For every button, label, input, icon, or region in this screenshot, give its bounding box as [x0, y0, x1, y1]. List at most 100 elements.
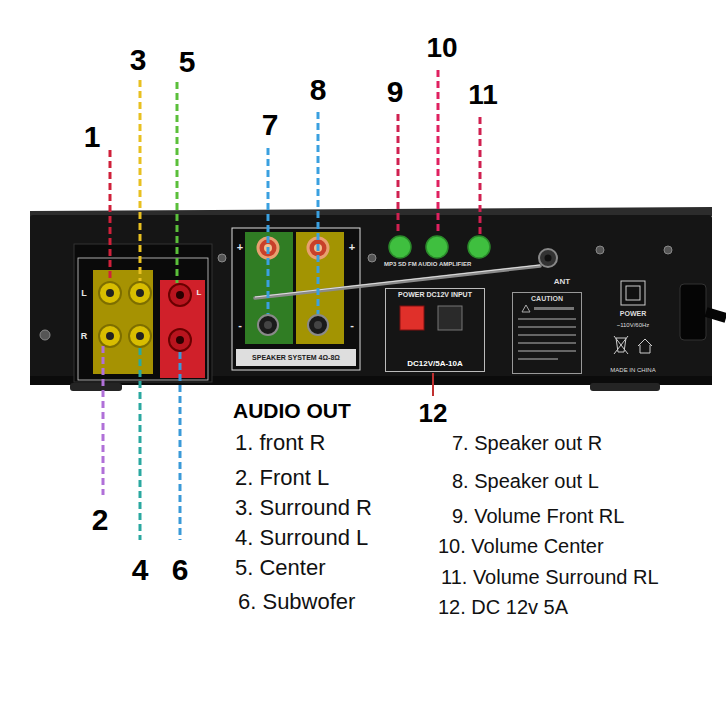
caution-line	[518, 318, 576, 320]
callout-number: 9	[387, 77, 404, 107]
binding-post	[258, 315, 278, 335]
caution-line	[518, 326, 576, 328]
volume-knob	[468, 236, 490, 258]
panel-label: -	[238, 320, 242, 331]
callout-number: 7	[262, 110, 279, 140]
binding-post	[308, 315, 328, 335]
antenna-rod-highlight	[255, 265, 540, 297]
caution-line	[534, 307, 574, 310]
caution-label: CAUTION	[512, 292, 582, 374]
panel-label: MADE IN CHINA	[610, 367, 655, 373]
leader-line	[139, 80, 142, 281]
callout-number: 6	[172, 555, 189, 585]
callout-number: 2	[92, 505, 109, 535]
binding-post-core	[314, 321, 322, 329]
power-switch-inner	[626, 286, 640, 300]
rca-jack	[129, 325, 151, 347]
rca-jack-core	[136, 332, 144, 340]
leader-line	[397, 114, 400, 235]
screw	[664, 246, 672, 254]
screw	[218, 254, 226, 262]
legend-item: 5. Center	[235, 557, 326, 579]
legend-item: 10. Volume Center	[438, 536, 604, 556]
speaker-panel	[232, 228, 360, 370]
rca-jack-core	[106, 332, 114, 340]
dc-terminal	[438, 306, 462, 330]
screw	[368, 254, 376, 262]
leader-line	[317, 112, 320, 314]
leader-line	[267, 148, 270, 314]
legend-item: 4. Surround L	[235, 527, 368, 549]
rca-jack-core	[176, 336, 184, 344]
list-heading: AUDIO OUT	[233, 400, 351, 421]
antenna-socket	[539, 249, 557, 267]
rca-jack	[99, 325, 121, 347]
legend-item: 2. Front L	[235, 467, 329, 489]
rca-panel	[74, 244, 212, 382]
panel-label: POWER	[620, 310, 646, 317]
panel-label: R	[81, 332, 88, 341]
legend-item: 11. Volume Surround RL	[441, 567, 659, 587]
volume-knob	[426, 236, 448, 258]
rca-outline	[78, 258, 208, 380]
panel-label: L	[197, 289, 202, 297]
warning-triangle	[522, 305, 530, 312]
node-text: POWER DC12V INPUT	[398, 291, 472, 299]
caution-line	[518, 358, 558, 360]
antenna-rod	[255, 266, 540, 298]
leader-line	[176, 82, 179, 283]
binding-post-core	[264, 321, 272, 329]
dc-terminal	[400, 306, 424, 330]
leader-line	[437, 70, 440, 235]
rca-jack	[169, 329, 191, 351]
panel-label: MP3 SD FM AUDIO AMPLIFIER	[384, 261, 471, 267]
leader-line	[102, 346, 105, 495]
legend-item: 6. Subwofer	[238, 591, 355, 613]
red-highlight	[160, 280, 205, 378]
screw	[40, 330, 50, 340]
rca-jack-core	[176, 291, 184, 299]
panel-label: L	[81, 289, 87, 298]
volume-knob	[389, 236, 411, 258]
caution-line	[518, 342, 576, 344]
rca-jack	[99, 282, 121, 304]
callout-number: 8	[310, 75, 327, 105]
node-text: CAUTION	[531, 295, 563, 303]
leader-line	[109, 150, 112, 281]
antenna-socket-core	[545, 255, 552, 262]
node-text: DC12V/5A-10A	[407, 360, 463, 369]
panel-label: ANT	[554, 278, 570, 286]
speaker-label-strip: SPEAKER SYSTEM 4Ω-8Ω	[236, 349, 356, 366]
panel-label: +	[237, 242, 243, 253]
caution-line	[518, 350, 576, 352]
callout-number: 1	[84, 122, 101, 152]
legend-item: 9. Volume Front RL	[452, 506, 624, 526]
rca-jack-core	[106, 289, 114, 297]
rca-jack	[169, 284, 191, 306]
callout-number: 4	[132, 555, 149, 585]
screw	[596, 246, 604, 254]
legend-item: 1. front R	[235, 432, 325, 454]
housing	[30, 215, 712, 383]
legend-item: 3. Surround R	[235, 497, 372, 519]
foot	[70, 383, 122, 391]
dc-input-panel: POWER DC12V INPUT DC12V/5A-10A	[385, 288, 485, 372]
legend-item: 12. DC 12v 5A	[438, 597, 568, 617]
panel-label: -	[350, 320, 354, 331]
leader-line	[479, 117, 482, 235]
legend-item: 7. Speaker out R	[452, 433, 602, 453]
callout-number: 12	[419, 400, 448, 426]
node-text: SPEAKER SYSTEM 4Ω-8Ω	[252, 354, 340, 362]
callout-number: 10	[426, 34, 457, 62]
leader-line	[139, 348, 142, 540]
callout-number: 5	[179, 47, 196, 77]
weee-symbol	[614, 336, 628, 354]
legend-item: 8. Speaker out L	[452, 471, 599, 491]
leader-line	[179, 352, 182, 540]
caution-line	[518, 334, 576, 336]
foot	[590, 383, 660, 391]
power-cord	[706, 312, 726, 318]
power-switch	[621, 281, 645, 305]
